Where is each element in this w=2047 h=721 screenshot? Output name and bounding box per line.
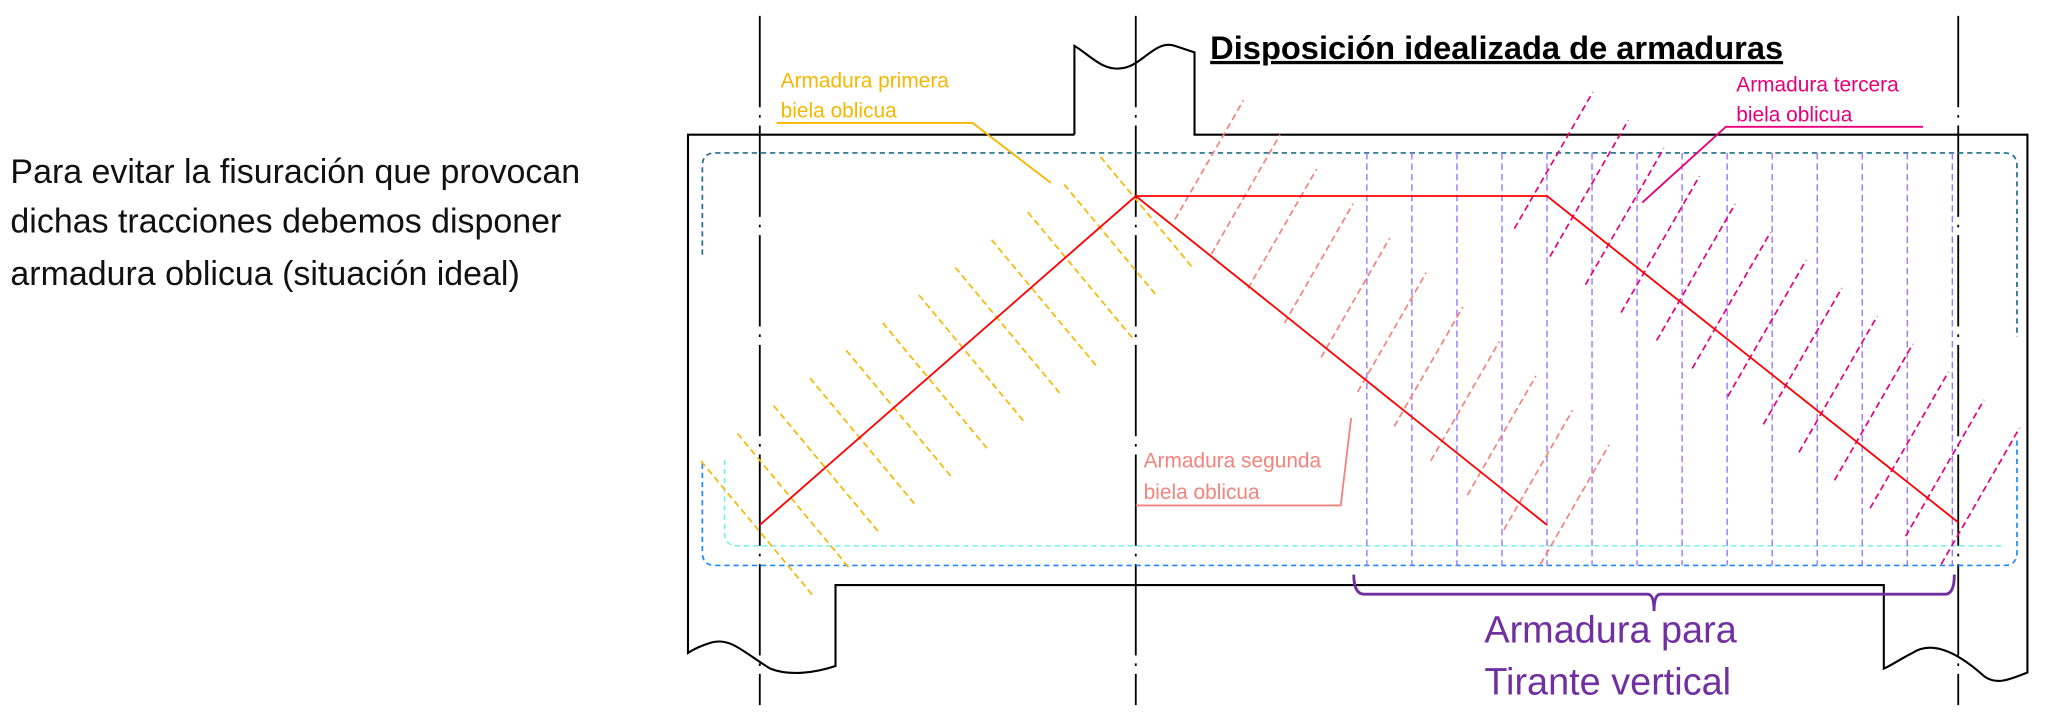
segunda-biela-bar bbox=[1320, 237, 1391, 358]
leader-tercera bbox=[1641, 125, 1923, 204]
label-primera-line1: Armadura primera bbox=[781, 70, 950, 93]
primera-biela-bar bbox=[881, 322, 988, 449]
tercera-biela-bar bbox=[1904, 399, 1985, 537]
primera-biela-bar bbox=[736, 432, 851, 570]
tercera-biela-bar bbox=[1727, 259, 1807, 397]
tercera-biela-bar bbox=[1833, 343, 1914, 481]
strut-second bbox=[1135, 195, 1548, 526]
primera-biela-bar bbox=[954, 266, 1061, 394]
primera-biela-bar bbox=[700, 460, 815, 598]
intro-text: Para evitar la fisuración que provocan d… bbox=[10, 153, 580, 293]
tercera-biela-bar bbox=[1691, 231, 1772, 369]
label-primera: Armadura primera biela oblicua bbox=[776, 70, 1052, 184]
tercera-biela-bar bbox=[1513, 91, 1594, 230]
leader-primera bbox=[776, 121, 1052, 184]
primera-biela-bar bbox=[990, 239, 1097, 366]
stirrup-top bbox=[701, 152, 2018, 338]
label-tercera: Armadura tercera biela oblicua bbox=[1641, 74, 1923, 204]
stirrup-bottom bbox=[701, 437, 2018, 567]
label-segunda: Armadura segunda biela oblicua bbox=[1135, 417, 1353, 507]
beam-outline bbox=[686, 43, 2029, 682]
label-tirante: Armadura para Tirante vertical bbox=[1484, 609, 1737, 703]
segunda-biela-bar bbox=[1283, 203, 1354, 324]
primera-biela-bar bbox=[845, 349, 952, 477]
segunda-biela-bar bbox=[1247, 168, 1318, 289]
label-tercera-line2: biela oblicua bbox=[1736, 104, 1852, 127]
label-tercera-line1: Armadura tercera bbox=[1736, 74, 1899, 97]
label-tirante-line1: Armadura para bbox=[1484, 609, 1737, 651]
primera-biela-bar bbox=[1063, 183, 1157, 296]
tercera-biela-bar bbox=[1762, 287, 1843, 425]
tercera-biela-bar bbox=[1940, 427, 2021, 565]
segunda-biela-bar bbox=[1393, 306, 1464, 427]
label-segunda-line1: Armadura segunda bbox=[1144, 450, 1322, 473]
label-tirante-line2: Tirante vertical bbox=[1484, 662, 1731, 704]
segunda-biela-bar bbox=[1356, 272, 1427, 393]
primera-biela-bar bbox=[809, 377, 916, 505]
tirante-brace bbox=[1352, 574, 1956, 612]
primera-biela-bar bbox=[1099, 156, 1194, 268]
tercera-biela-bar bbox=[1549, 119, 1630, 258]
primera-biela-bar bbox=[773, 405, 879, 532]
strut-main bbox=[759, 195, 1959, 526]
tercera-biela-bar bbox=[1798, 315, 1879, 453]
segunda-biela-bar bbox=[1539, 444, 1610, 565]
label-segunda-line2: biela oblicua bbox=[1144, 481, 1260, 504]
tercera-biela-bar bbox=[1655, 203, 1736, 341]
segunda-biela-bar bbox=[1466, 375, 1537, 496]
intro-line-1: Para evitar la fisuración que provocan bbox=[10, 153, 580, 191]
leader-segunda bbox=[1135, 417, 1353, 507]
tercera-biela-bar bbox=[1620, 175, 1701, 313]
primera-biela-bar bbox=[1027, 211, 1133, 339]
label-primera-line2: biela oblicua bbox=[781, 100, 897, 123]
segunda-biela-bar bbox=[1430, 341, 1501, 462]
centerlines bbox=[758, 15, 1960, 706]
segunda-biela-bar bbox=[1210, 134, 1281, 255]
primera-biela-bar bbox=[918, 294, 1025, 422]
tercera-biela-bar bbox=[1584, 147, 1665, 285]
segunda-biela-bar bbox=[1174, 99, 1245, 220]
hatching-group bbox=[700, 91, 2021, 598]
tercera-biela-bar bbox=[1869, 371, 1950, 509]
intro-line-3: armadura oblicua (situación ideal) bbox=[10, 255, 519, 293]
diagram-title: Disposición idealizada de armaduras bbox=[1210, 29, 1783, 66]
intro-line-2: dichas tracciones debemos disponer bbox=[10, 203, 561, 241]
stirrup-inner bbox=[723, 459, 2004, 547]
strut-lines bbox=[759, 195, 1959, 526]
segunda-biela-bar bbox=[1503, 410, 1574, 531]
